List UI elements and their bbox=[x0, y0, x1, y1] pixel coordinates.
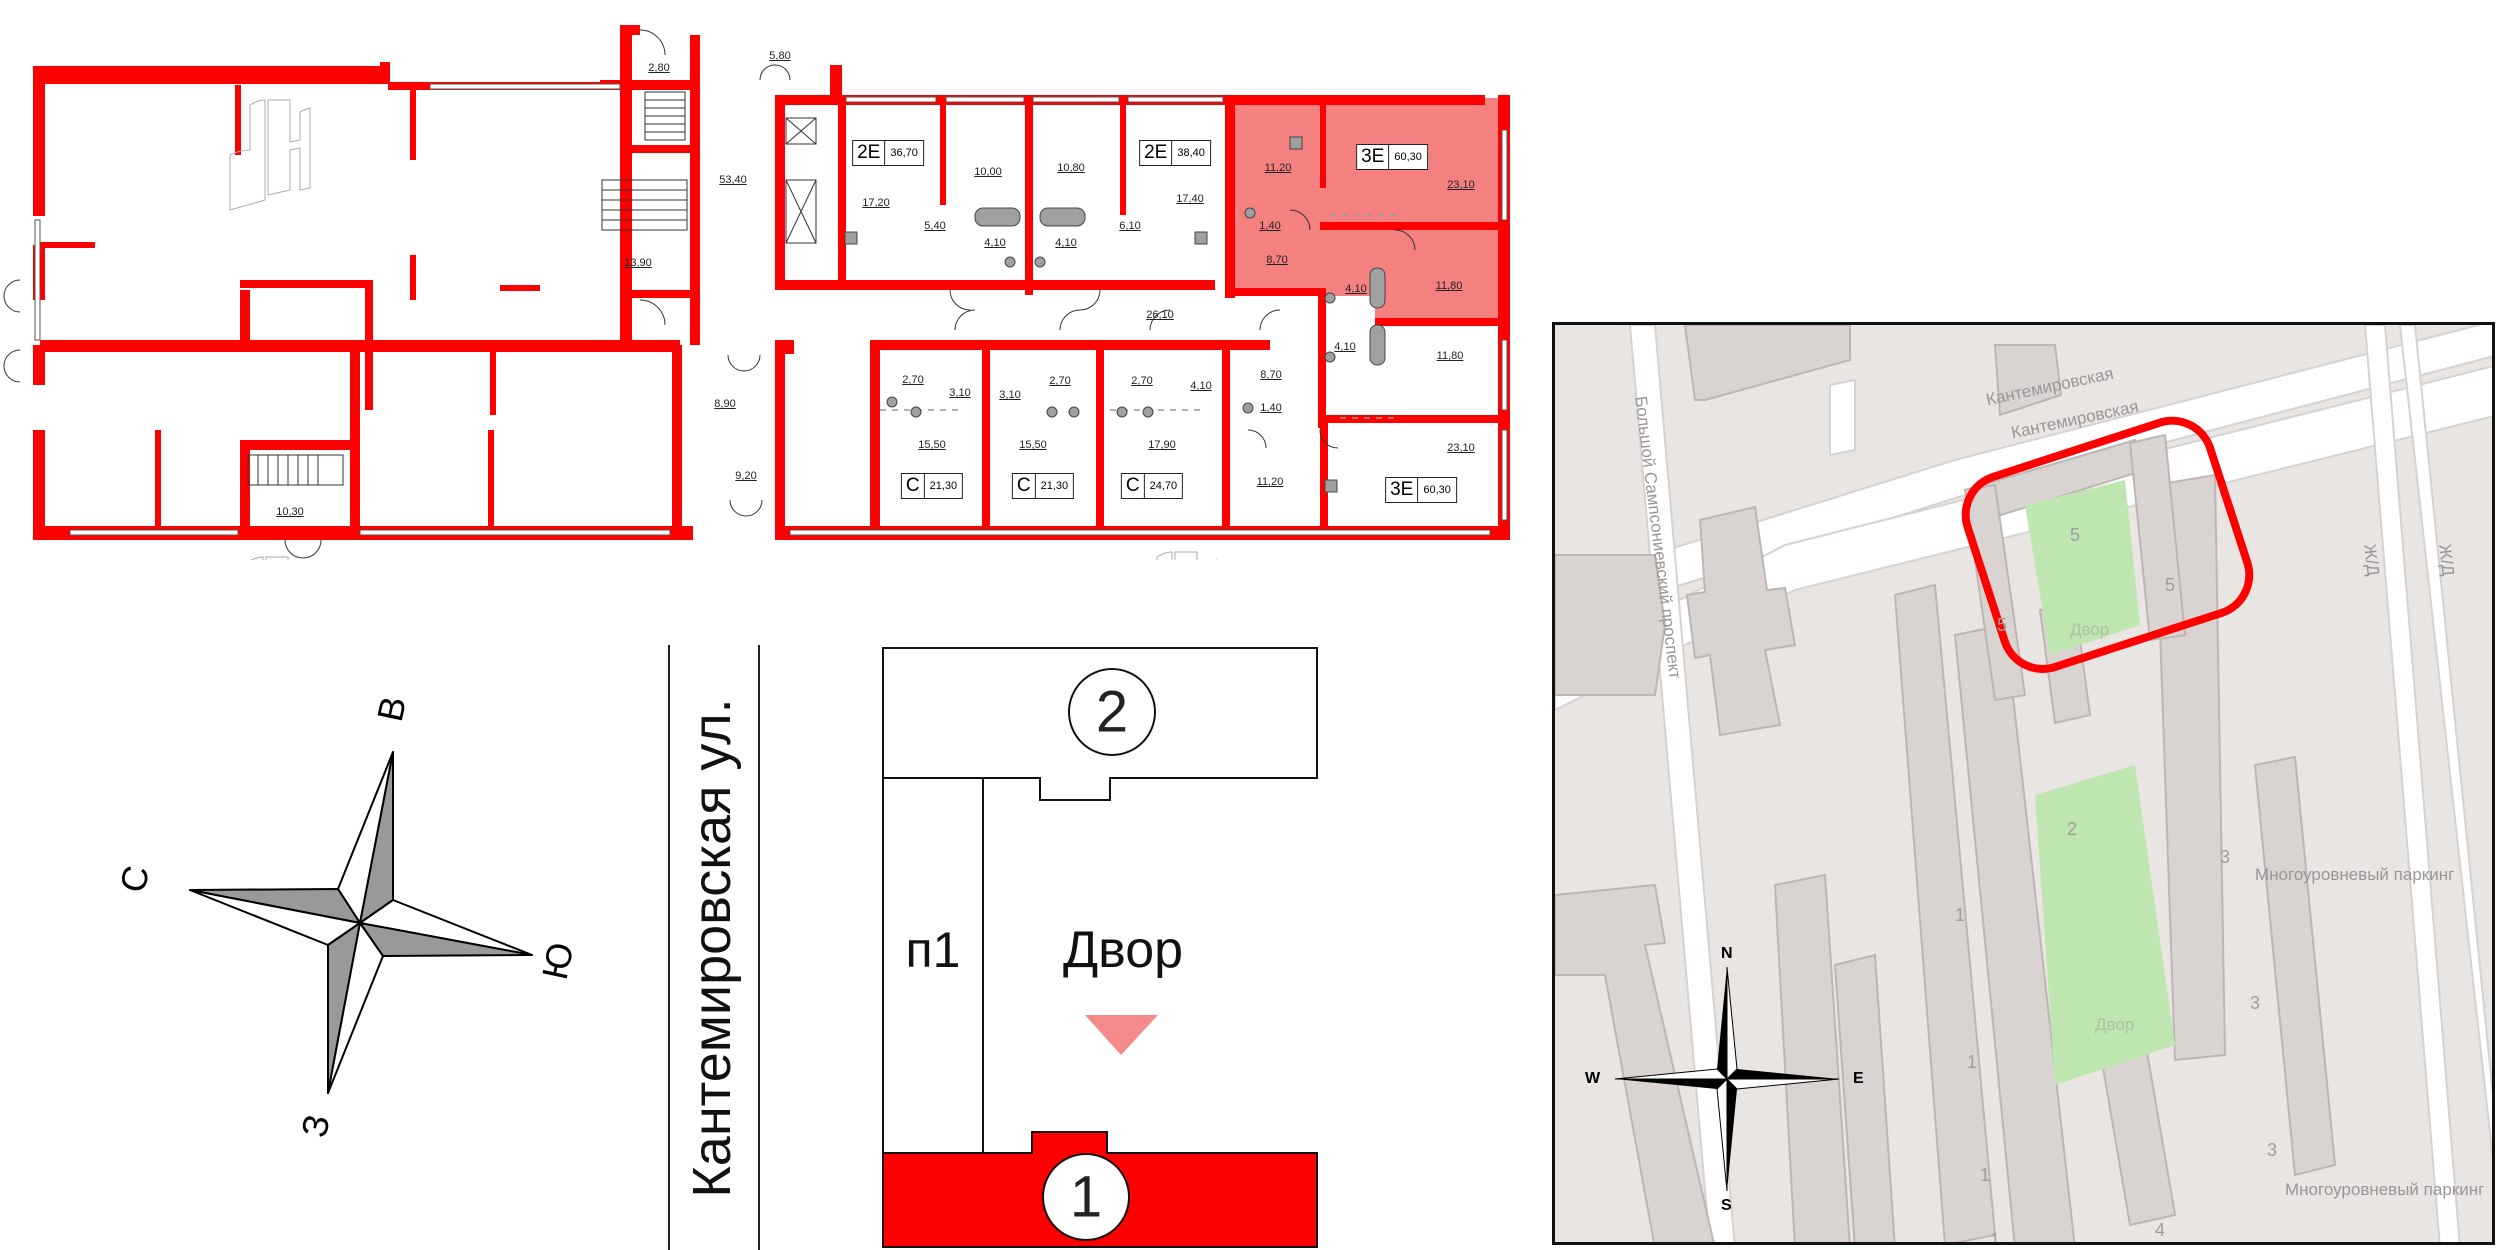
entrance-label: п1 bbox=[905, 922, 961, 978]
room-area-r1390: 13,90 bbox=[624, 257, 652, 269]
room-area-r1550a: 15,50 bbox=[918, 439, 946, 451]
room-area-r540: 5,40 bbox=[924, 220, 946, 232]
highlight-ring bbox=[1961, 416, 2254, 673]
room-area-r1080: 10,80 bbox=[1057, 162, 1085, 174]
apartment-type: 2Е bbox=[1140, 141, 1173, 165]
room-area-r2610: 26,10 bbox=[1146, 309, 1174, 321]
building-number: 5 bbox=[2070, 525, 2081, 545]
compass-rose-ru: В С Ю З bbox=[100, 680, 620, 1160]
apartment-type: 3Е bbox=[1357, 145, 1390, 169]
room-area-h410: 4,10 bbox=[1345, 283, 1367, 295]
apartment-tag[interactable]: 2Е 38,40 bbox=[1139, 140, 1211, 166]
street-label-railway-2: Ж/Д bbox=[2435, 542, 2458, 577]
building-2-number: 2 bbox=[1095, 679, 1129, 745]
room-area-h870: 8,70 bbox=[1266, 254, 1288, 266]
room-area-r1030: 10,30 bbox=[276, 506, 304, 518]
apartment-area: 60,30 bbox=[1394, 151, 1422, 163]
room-area-r1790: 17,90 bbox=[1148, 439, 1176, 451]
apartment-area: 24,70 bbox=[1149, 480, 1178, 492]
room-area-r1120a: 11,20 bbox=[1256, 476, 1284, 488]
apartment-tag[interactable]: 3Е 60,30 bbox=[1385, 477, 1457, 503]
yard-label-1: Двор bbox=[2070, 620, 2110, 639]
building-number: 1 bbox=[1955, 905, 1966, 925]
room-area-r140a: 1,40 bbox=[1260, 402, 1282, 414]
building-number: 3 bbox=[2250, 993, 2261, 1013]
room-area-r5340: 53,40 bbox=[719, 174, 747, 186]
room-area-h2310: 23,10 bbox=[1447, 179, 1475, 191]
apartment-tag[interactable]: С 21,30 bbox=[900, 473, 964, 499]
map-compass-s: S bbox=[1721, 1197, 1732, 1214]
apartment-tag[interactable]: С 24,70 bbox=[1120, 473, 1184, 499]
yard-label: Двор bbox=[1062, 921, 1184, 979]
apartment-type: С bbox=[1122, 474, 1145, 498]
building-number: 3 bbox=[2220, 847, 2231, 867]
room-area-r1550b: 15,50 bbox=[1019, 439, 1047, 451]
building-number: 3 bbox=[2267, 1140, 2278, 1160]
room-area-r410d: 4,10 bbox=[1334, 341, 1356, 353]
apartment-area: 36,70 bbox=[890, 147, 918, 159]
room-area-r2310b: 23,10 bbox=[1447, 442, 1475, 454]
building-1-number: 1 bbox=[1069, 1164, 1103, 1230]
room-area-r270c: 2,70 bbox=[1131, 375, 1153, 387]
apartment-area: 60,30 bbox=[1423, 484, 1451, 496]
parking-label-1: Многоуровневый паркинг bbox=[2255, 865, 2455, 884]
apartment-type: 3Е bbox=[1386, 478, 1419, 502]
building-number: 1 bbox=[1980, 1165, 1991, 1185]
watermark-logo bbox=[229, 99, 1218, 560]
room-area-r270a: 2,70 bbox=[902, 374, 924, 386]
street-lines bbox=[668, 645, 760, 1250]
room-area-r870a: 8,70 bbox=[1260, 369, 1282, 381]
room-area-r1000: 10,00 bbox=[974, 166, 1002, 178]
room-area-r410b: 4,10 bbox=[1055, 237, 1077, 249]
room-area-r270b: 2,70 bbox=[1049, 375, 1071, 387]
apartment-tag[interactable]: 3Е 60,30 bbox=[1356, 144, 1428, 170]
room-area-r1720: 17,20 bbox=[862, 197, 890, 209]
apartment-type: С bbox=[902, 474, 925, 498]
street-label: Кантемировская ул. bbox=[682, 698, 742, 1198]
apartment-type: С bbox=[1013, 474, 1036, 498]
room-area-h1120: 11,20 bbox=[1264, 162, 1292, 174]
apartment-tag[interactable]: С 21,30 bbox=[1011, 473, 1075, 499]
map-compass-e: E bbox=[1853, 1070, 1864, 1087]
yard-label-2: Двор bbox=[2095, 1015, 2135, 1034]
room-area-h1180: 11,80 bbox=[1435, 280, 1463, 292]
building-number: 1 bbox=[1990, 1230, 2001, 1245]
yard-green-2 bbox=[2035, 765, 2175, 1085]
street-label-railway-1: Ж/Д bbox=[2360, 542, 2383, 577]
apartment-type: 2Е bbox=[853, 141, 886, 165]
map-compass bbox=[1614, 966, 1840, 1192]
room-area-r410c: 4,10 bbox=[1190, 380, 1212, 392]
room-area-r310a: 3,10 bbox=[949, 387, 971, 399]
location-marker bbox=[1085, 1015, 1158, 1055]
building-number: 1 bbox=[1967, 1052, 1978, 1072]
room-area-r610: 6,10 bbox=[1119, 220, 1141, 232]
room-area-h140: 1,40 bbox=[1259, 220, 1281, 232]
apartment-area: 21,30 bbox=[1040, 480, 1069, 492]
building-number: 2 bbox=[2067, 819, 2078, 839]
room-area-r1740: 17,40 bbox=[1176, 193, 1204, 205]
room-area-r1180b: 11,80 bbox=[1436, 350, 1464, 362]
map-compass-n: N bbox=[1721, 945, 1733, 962]
room-area-r410a: 4,10 bbox=[984, 237, 1006, 249]
yard-green-1 bbox=[2025, 480, 2140, 655]
floor-plan-walls bbox=[3, 25, 1510, 560]
room-area-r310b: 3,10 bbox=[999, 389, 1021, 401]
highlighted-apartment-3e bbox=[1230, 98, 1507, 318]
apartment-tag[interactable]: 2Е 36,70 bbox=[852, 140, 924, 166]
apartment-area: 21,30 bbox=[929, 480, 958, 492]
room-area-r280: 2,80 bbox=[648, 62, 670, 74]
location-map[interactable]: Кантемировская Кантемировская Большой Са… bbox=[1552, 322, 2495, 1245]
map-compass-w: W bbox=[1585, 1070, 1601, 1087]
room-area-r890: 8,90 bbox=[714, 398, 736, 410]
site-diagram: 2 1 п1 Двор bbox=[880, 645, 1320, 1250]
apartment-area: 38,40 bbox=[1177, 147, 1205, 159]
room-area-r920: 9,20 bbox=[735, 470, 757, 482]
building-number: 5 bbox=[2165, 575, 2176, 595]
room-area-r580: 5,80 bbox=[769, 50, 791, 62]
building-number: 4 bbox=[2155, 1220, 2166, 1240]
parking-label-2: Многоуровневый паркинг bbox=[2285, 1180, 2485, 1199]
building-number: 5 bbox=[1997, 615, 2008, 635]
floor-plan: 2,80 5,80 53,40 13,90 8,90 9,20 10,30 17,20 5,40… bbox=[0, 0, 1530, 560]
